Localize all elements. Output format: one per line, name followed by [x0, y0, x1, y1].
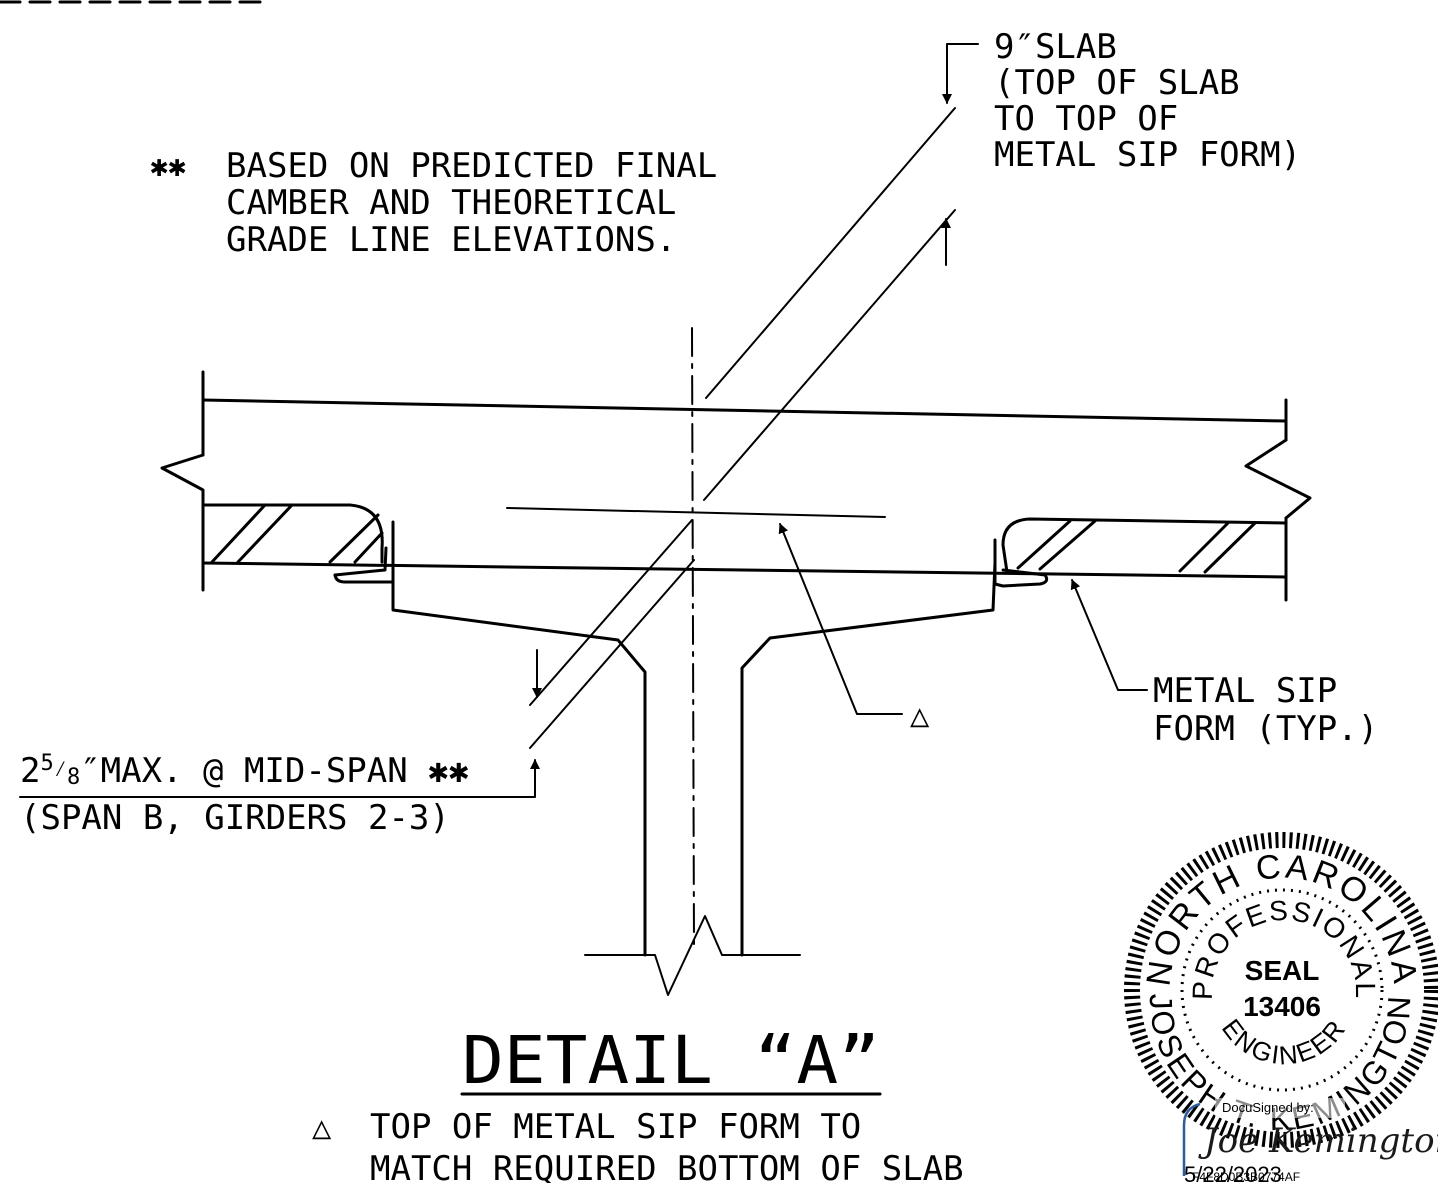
title-note-marker: △ [312, 1108, 332, 1146]
engineer-seal: NORTH CAROLINA PROFESSIONAL SEAL 13406 E… [1124, 832, 1438, 1148]
detail-title: DETAIL “A” [460, 1022, 882, 1099]
seal-inner-dots [1180, 888, 1384, 1092]
camber-note-line-2: CAMBER AND THEORETICAL [226, 183, 676, 223]
max-dim-numerator: 5 [40, 751, 53, 776]
signature-text: Joe Kemington [1198, 1121, 1438, 1161]
title-note: △ TOP OF METAL SIP FORM TO MATCH REQUIRE… [312, 1107, 964, 1183]
title-note-line-2: MATCH REQUIRED BOTTOM OF SLAB [370, 1149, 964, 1183]
sip-form-label-line-2: FORM (TYP.) [1153, 709, 1378, 749]
deck-slab [160, 370, 1312, 602]
right-sip-form [993, 517, 1288, 588]
camber-note-line-3: GRADE LINE ELEVATIONS. [226, 220, 676, 260]
slab-thickness-dimension [941, 43, 979, 266]
max-dim-rest: ″MAX. @ MID-SPAN ✱✱ [80, 751, 469, 791]
max-dim-denominator: 8 [67, 765, 80, 790]
girder-centerline [691, 327, 695, 946]
span-note: (SPAN B, GIRDERS 2-3) [20, 798, 450, 838]
svg-text:25⁄8″MAX. @ MID-SPAN ✱✱: 25⁄8″MAX. @ MID-SPAN ✱✱ [20, 751, 469, 791]
star-marker: ✱✱ [150, 149, 186, 184]
signature-hash: F4F8D0B3B0774AF [1192, 1170, 1300, 1183]
slab-note-line-3: TO TOP OF [994, 99, 1178, 139]
detail-title-text: DETAIL “A” [462, 1022, 880, 1099]
triangle-callout-leader [778, 523, 903, 715]
slab-note-line-2: (TOP OF SLAB [994, 63, 1240, 103]
sip-form-reference-line [506, 507, 886, 518]
diagonal-dimension-lines [529, 107, 956, 749]
triangle-callout-symbol: △ [910, 696, 930, 734]
title-note-line-1: TOP OF METAL SIP FORM TO [370, 1107, 861, 1147]
slab-note-line-4: METAL SIP FORM) [994, 135, 1301, 175]
camber-note-line-1: BASED ON PREDICTED FINAL [226, 146, 717, 186]
max-dim-whole: 2 [20, 751, 40, 791]
docusign-signature: DocuSigned by: Joe Kemington F4F8D0B3B07… [1182, 1098, 1438, 1183]
girder [391, 561, 997, 996]
slab-note-line-1: 9″SLAB [994, 27, 1117, 67]
seal-number: 13406 [1243, 991, 1321, 1022]
sip-form-leader [1070, 579, 1148, 691]
signature-date: 5/22/2023 [1184, 1162, 1282, 1183]
max-camber-note: 25⁄8″MAX. @ MID-SPAN ✱✱ (SPAN B, GIRDERS… [20, 751, 469, 838]
seal-word: SEAL [1245, 955, 1320, 986]
camber-dimension [19, 649, 542, 798]
docusign-label: DocuSigned by: [1222, 1100, 1314, 1115]
sip-form-label-line-1: METAL SIP [1153, 671, 1337, 711]
sip-form-label: METAL SIP FORM (TYP.) [1153, 671, 1378, 749]
left-sip-form [201, 503, 395, 584]
camber-note: ✱✱ BASED ON PREDICTED FINAL CAMBER AND T… [150, 146, 717, 260]
slab-note: 9″SLAB (TOP OF SLAB TO TOP OF METAL SIP … [994, 27, 1301, 175]
seal-outer-ring [1124, 832, 1438, 1148]
